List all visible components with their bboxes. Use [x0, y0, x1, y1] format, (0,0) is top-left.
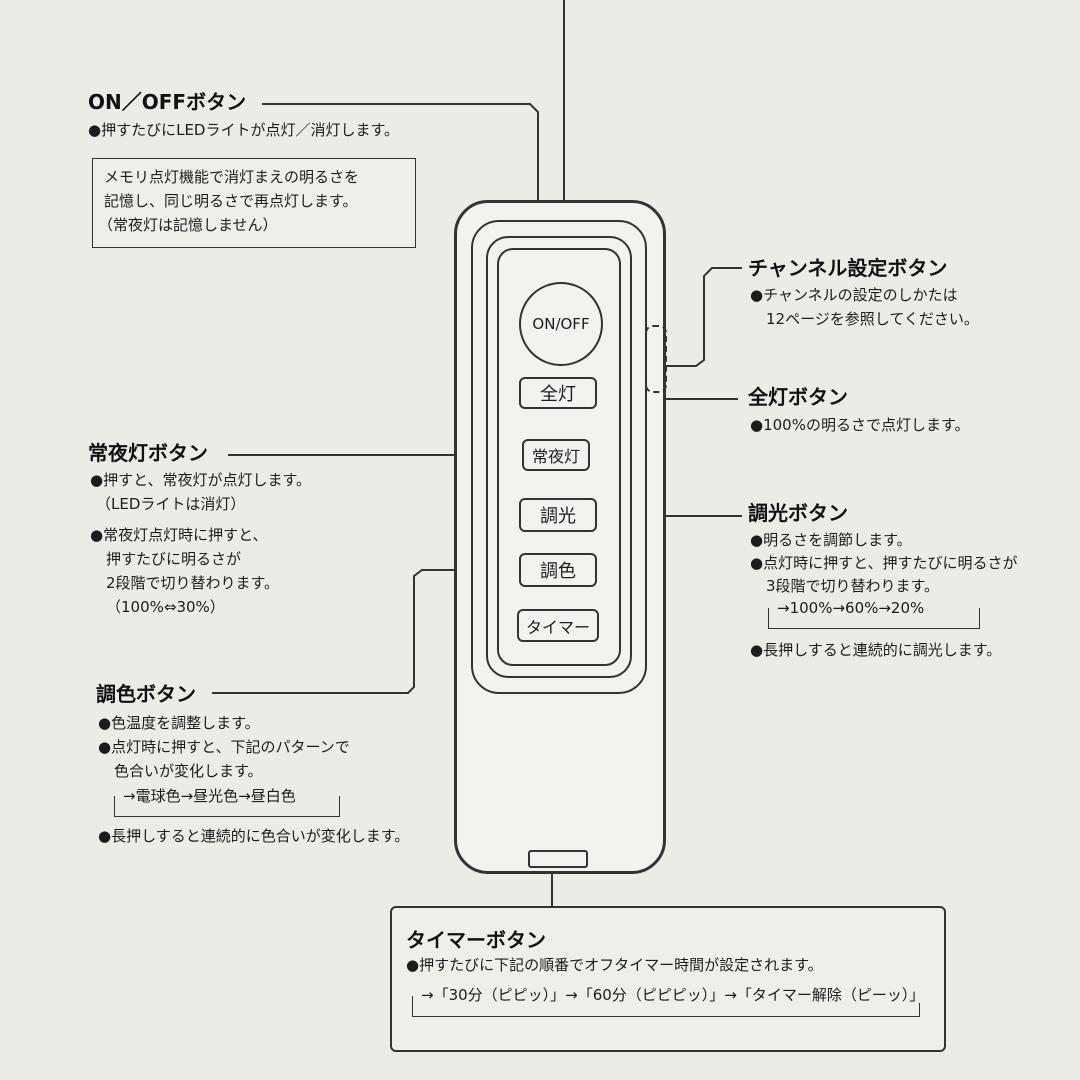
timer-title: タイマーボタン — [406, 928, 546, 952]
chouko-cycle-bracket — [768, 608, 980, 629]
timer-info-box — [390, 906, 946, 1052]
choushoku-desc-line3: 色合いが変化します。 — [114, 762, 263, 780]
choushoku-long-press: ●長押しすると連続的に色合いが変化します。 — [98, 827, 410, 845]
timer-cycle-bracket — [412, 996, 920, 1017]
zentou-title: 全灯ボタン — [748, 385, 848, 409]
on-off-button-label: ON/OFF — [532, 315, 590, 333]
choushoku-desc-line1: ●色温度を調整します。 — [98, 714, 260, 732]
memory-note-line2: 記憶し、同じ明るさで再点灯します。 — [104, 192, 358, 210]
chouko-button-label: 調光 — [540, 506, 576, 527]
memory-note-box — [92, 158, 416, 248]
chouko-desc-line1: ●明るさを調節します。 — [750, 531, 912, 549]
choushoku-cycle: →電球色→昼光色→昼白色 — [120, 789, 299, 804]
choushoku-button-label: 調色 — [540, 561, 576, 582]
timer-desc: ●押すたびに下記の順番でオフタイマー時間が設定されます。 — [406, 956, 823, 974]
joyatou-desc1-line1: ●押すと、常夜灯が点灯します。 — [90, 471, 311, 489]
zentou-button: 全灯 — [519, 377, 597, 409]
chouko-long-press: ●長押しすると連続的に調光します。 — [750, 641, 1002, 659]
zentou-desc: ●100%の明るさで点灯します。 — [750, 416, 970, 434]
channel-desc-line2: 12ページを参照してください。 — [766, 310, 979, 328]
joyatou-desc1-line2: （LEDライトは消灯） — [96, 495, 246, 513]
joyatou-desc2-line4: （100%⇔30%） — [106, 598, 225, 616]
choushoku-title: 調色ボタン — [96, 682, 196, 706]
remote-outline-3 — [497, 248, 621, 666]
channel-switch-slot — [645, 325, 667, 393]
joyatou-title: 常夜灯ボタン — [88, 441, 208, 465]
choushoku-button: 調色 — [519, 553, 597, 587]
on-off-button: ON/OFF — [519, 282, 603, 366]
chouko-cycle: →100%→60%→20% — [774, 601, 928, 616]
timer-button: タイマー — [517, 609, 599, 642]
memory-note-line3: （常夜灯は記憶しません） — [98, 216, 278, 234]
remote-outline-1 — [471, 220, 647, 694]
chouko-title: 調光ボタン — [748, 501, 848, 525]
choushoku-cycle-bracket — [114, 796, 340, 817]
battery-cover-mark — [528, 850, 588, 868]
choushoku-desc-line2: ●点灯時に押すと、下記のパターンで — [98, 738, 350, 756]
timer-cycle: →「30分（ピピッ）」→「60分（ピピピッ）」→「タイマー解除（ピーッ）」 — [418, 988, 928, 1003]
joyatou-button: 常夜灯 — [522, 439, 590, 471]
memory-note-line1: メモリ点灯機能で消灯まえの明るさを — [104, 168, 360, 186]
on-off-desc: ●押すたびにLEDライトが点灯／消灯します。 — [88, 121, 399, 139]
joyatou-desc2-line2: 押すたびに明るさが — [106, 550, 242, 568]
channel-title: チャンネル設定ボタン — [748, 256, 948, 280]
chouko-desc-line3: 3段階で切り替わります。 — [766, 577, 940, 595]
chouko-button: 調光 — [519, 498, 597, 532]
joyatou-desc2-line1: ●常夜灯点灯時に押すと、 — [90, 526, 268, 544]
chouko-desc-line2: ●点灯時に押すと、押すたびに明るさが — [750, 554, 1018, 572]
timer-button-label: タイマー — [525, 617, 590, 637]
remote-outline-2 — [486, 236, 632, 678]
zentou-button-label: 全灯 — [540, 384, 576, 405]
joyatou-desc2-line3: 2段階で切り替わります。 — [106, 574, 280, 592]
on-off-title: ON／OFFボタン — [88, 90, 247, 114]
channel-desc-line1: ●チャンネルの設定のしかたは — [750, 286, 958, 304]
joyatou-button-label: 常夜灯 — [531, 447, 580, 466]
